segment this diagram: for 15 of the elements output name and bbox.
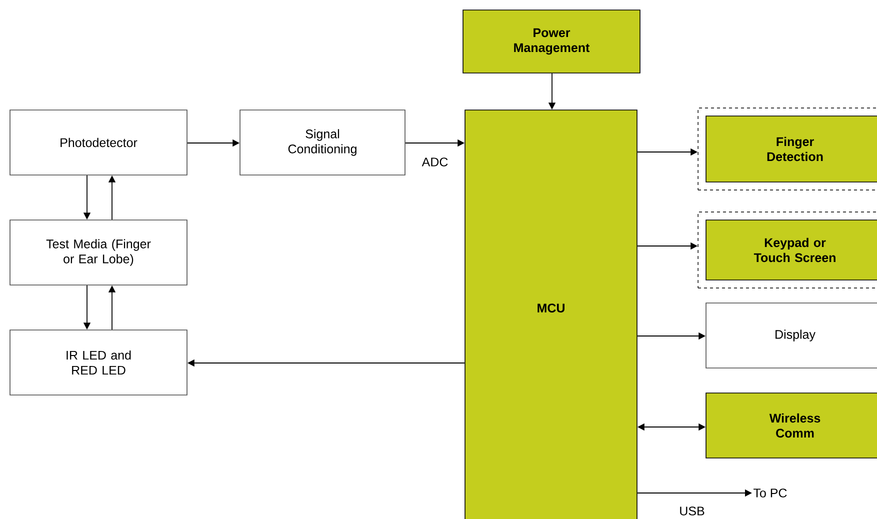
module-box: Finger Detection	[706, 116, 877, 182]
edge-label: USB	[678, 506, 706, 516]
process-box: Test Media (Finger or Ear Lobe)	[10, 220, 188, 286]
module-box: Keypad or Touch Screen	[706, 220, 877, 280]
process-box: IR LED and RED LED	[10, 330, 188, 396]
dashed-group-box	[698, 212, 877, 288]
process-box: Photodetector	[10, 110, 188, 176]
mcu-box: MCU	[464, 110, 638, 519]
dashed-group-box	[698, 108, 877, 190]
module-box: Power Management	[462, 10, 640, 74]
output-text: To PC	[754, 488, 787, 498]
process-box: Signal Conditioning	[240, 110, 406, 176]
edge-label: ADC	[420, 156, 450, 168]
module-box: Wireless Comm	[706, 392, 877, 458]
process-box: Display	[706, 302, 877, 368]
